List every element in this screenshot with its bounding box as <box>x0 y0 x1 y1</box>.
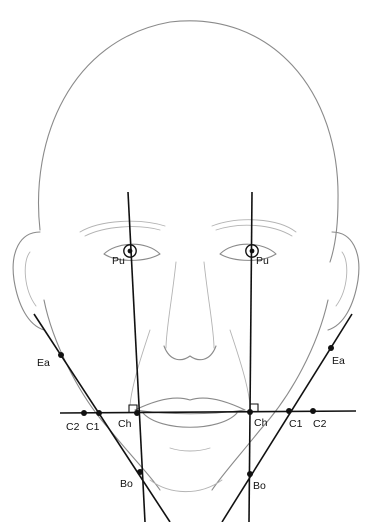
point-c2-right <box>310 408 316 414</box>
head-outline <box>39 21 339 262</box>
label-ch-left: Ch <box>118 418 132 430</box>
point-ea-right <box>328 345 334 351</box>
ear-right <box>328 232 359 330</box>
nose-bridge-right <box>204 262 214 348</box>
label-c1-right: C1 <box>289 418 303 430</box>
oblique-line-right <box>222 314 352 522</box>
label-pu-right: Pu <box>256 255 269 267</box>
ear-right-inner <box>336 252 347 306</box>
ear-left <box>13 232 44 330</box>
label-ch-right: Ch <box>254 417 268 429</box>
eyebrow-right-2 <box>216 225 292 236</box>
point-c1-right <box>286 408 292 414</box>
point-ea-left <box>58 352 64 358</box>
label-ea-left: Ea <box>37 357 50 369</box>
point-c2-left <box>81 410 87 416</box>
point-ch-left <box>134 410 140 416</box>
label-c1-left: C1 <box>86 421 100 433</box>
eyebrow-left-2 <box>85 227 160 236</box>
nose-base <box>164 346 216 360</box>
lower-lip <box>143 413 237 427</box>
point-bo-right <box>247 471 253 477</box>
point-ch-right <box>247 409 253 415</box>
label-c2-left: C2 <box>66 421 80 433</box>
point-bo-left <box>137 469 143 475</box>
eyebrow-right <box>212 220 296 232</box>
nasolabial-left <box>130 330 150 405</box>
label-c2-right: C2 <box>313 418 327 430</box>
point-c1-left <box>96 410 102 416</box>
upper-lip <box>135 398 245 410</box>
label-bo-right: Bo <box>253 480 266 492</box>
chin-crease <box>170 448 210 451</box>
label-ea-right: Ea <box>332 355 345 367</box>
chin <box>150 480 222 492</box>
label-bo-left: Bo <box>120 478 133 490</box>
nose-bridge-left <box>166 262 176 348</box>
ear-left-inner <box>25 252 36 306</box>
landmark-labels: Pu Pu Ea Ea C2 C1 Ch Ch C1 C2 Bo Bo <box>37 255 345 492</box>
nasolabial-right <box>230 330 250 405</box>
face-sketch <box>13 21 359 492</box>
label-pu-left: Pu <box>112 255 125 267</box>
jaw-right <box>212 300 328 490</box>
